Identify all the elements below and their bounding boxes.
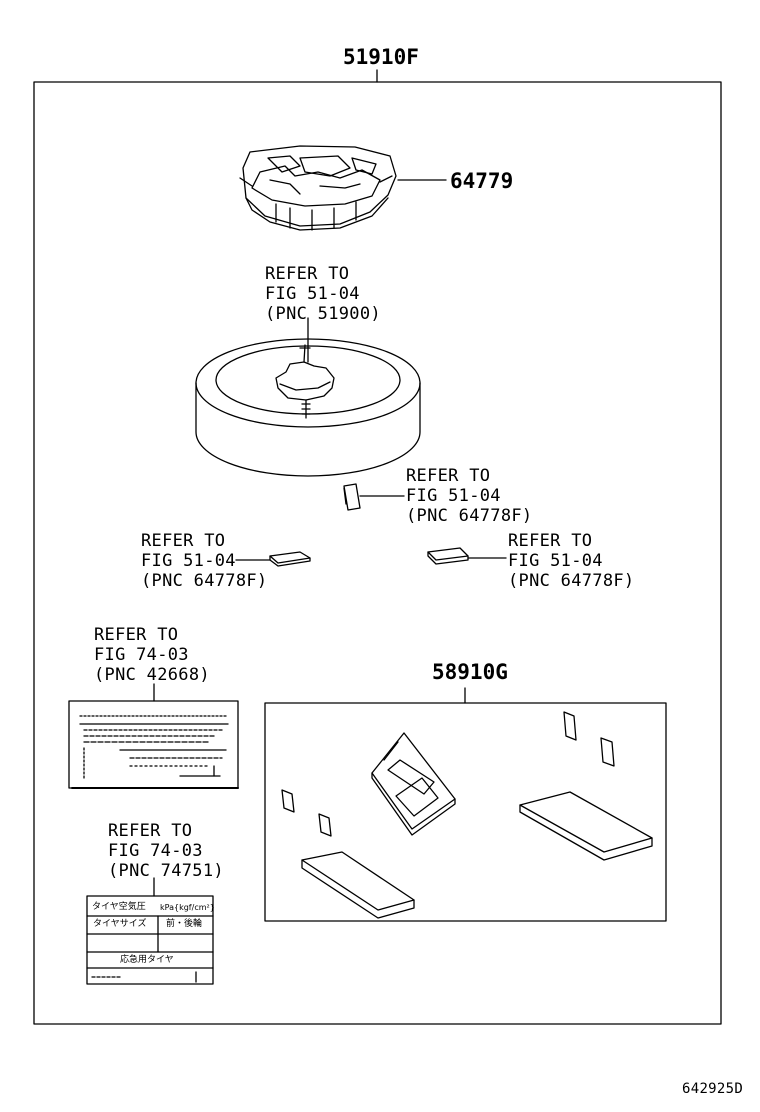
tire-pressure-label-icon <box>86 895 214 985</box>
board-right-icon <box>519 791 653 861</box>
ref-line-1: REFER TO <box>265 264 350 284</box>
ref-line-1: REFER TO <box>94 625 179 645</box>
patch-icon-a <box>343 483 361 511</box>
assembly-part-number: 51910F <box>343 45 419 69</box>
ref-line-2: FIG 51-04 <box>406 486 501 506</box>
jack-icon <box>239 145 397 231</box>
jack-part-number: 64779 <box>450 169 514 193</box>
ref-line-3: (PNC 42668) <box>94 665 210 685</box>
ref-line-2: FIG 51-04 <box>508 551 603 571</box>
tire-label-spare-row: 応急用タイヤ <box>120 955 174 965</box>
ref-line-3: (PNC 64778F) <box>508 571 635 591</box>
ref-line-1: REFER TO <box>108 821 193 841</box>
ref-line-2: FIG 51-04 <box>265 284 360 304</box>
tire-label-title: タイヤ空気圧 <box>92 902 146 912</box>
ref-line-3: (PNC 64778F) <box>406 506 533 526</box>
ref-line-2: FIG 51-04 <box>141 551 236 571</box>
caution-label-icon <box>68 700 239 789</box>
ref-line-1: REFER TO <box>406 466 491 486</box>
ref-line-3: (PNC 51900) <box>265 304 381 324</box>
tire-label-axle-col: 前・後輪 <box>166 919 203 929</box>
manual-folder-icon <box>371 732 456 836</box>
tire-label-size-col: タイヤサイズ <box>93 919 147 929</box>
assembly-frame <box>33 81 722 1025</box>
patch-icon-c <box>427 547 469 565</box>
patch-icon-b <box>269 551 311 567</box>
kit-part-number: 58910G <box>432 660 508 684</box>
ref-line-1: REFER TO <box>141 531 226 551</box>
ref-line-2: FIG 74-03 <box>94 645 189 665</box>
small-tag-icons <box>281 711 615 837</box>
ref-line-3: (PNC 64778F) <box>141 571 268 591</box>
spare-wheel-icon <box>195 317 421 477</box>
board-left-icon <box>301 851 415 919</box>
ref-line-1: REFER TO <box>508 531 593 551</box>
ref-line-2: FIG 74-03 <box>108 841 203 861</box>
tire-label-unit: kPa{kgf/cm²} <box>160 903 215 912</box>
figure-id: 642925D <box>682 1081 744 1097</box>
ref-line-3: (PNC 74751) <box>108 861 224 881</box>
